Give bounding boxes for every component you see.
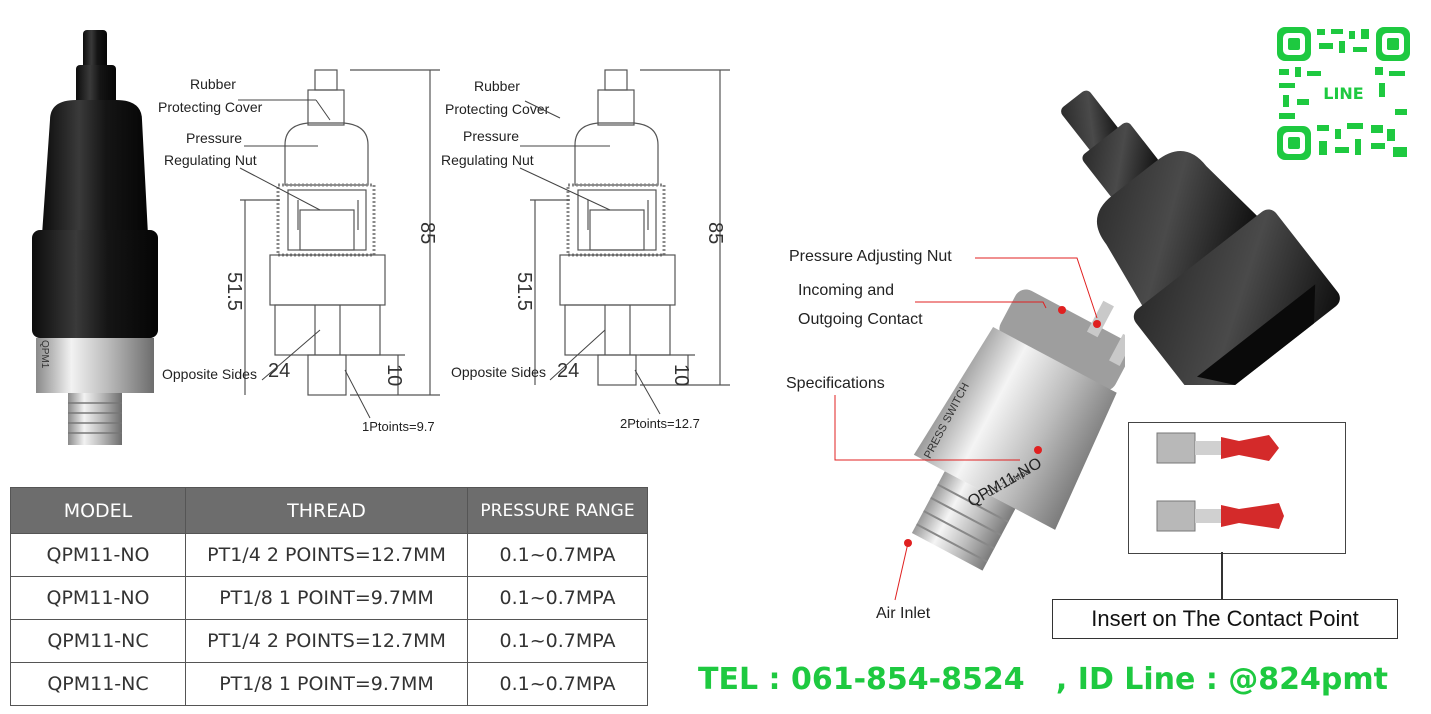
- label-regulating-left: Regulating Nut: [164, 152, 257, 168]
- header-thread: THREAD: [185, 487, 468, 534]
- contact-terminal-box: [1128, 422, 1346, 554]
- dim-24-right: 24: [557, 360, 580, 382]
- label-pressure-right: Pressure: [463, 128, 520, 144]
- table-row: QPM11-NO PT1/4 2 POINTS=12.7MM 0.1~0.7MP…: [10, 533, 648, 577]
- cell-range: 0.1~0.7MPA: [467, 533, 648, 577]
- points-label-left: 1Ptoints=9.7: [362, 419, 435, 434]
- dim-24-left: 24: [268, 360, 291, 382]
- cell-model: QPM11-NO: [10, 533, 186, 577]
- spec-table: MODEL THREAD PRESSURE RANGE QPM11-NO PT1…: [10, 487, 648, 706]
- cell-thread: PT1/8 1 POINT=9.7MM: [185, 662, 468, 706]
- tech-drawing-left: [240, 69, 440, 396]
- cell-range: 0.1~0.7MPA: [467, 619, 648, 663]
- switch-body-photo: [904, 289, 1125, 571]
- cell-model: QPM11-NO: [10, 576, 186, 620]
- header-pressure-range: PRESSURE RANGE: [467, 487, 648, 534]
- callout-air-inlet: Air Inlet: [876, 605, 931, 622]
- cell-model: QPM11-NC: [10, 619, 186, 663]
- callout-lines: [834, 257, 1098, 601]
- leader-lines: [238, 99, 661, 419]
- table-row: QPM11-NC PT1/8 1 POINT=9.7MM 0.1~0.7MPA: [10, 662, 648, 706]
- cell-model: QPM11-NC: [10, 662, 186, 706]
- label-regulating-right: Regulating Nut: [441, 152, 534, 168]
- label-rubber-left: Rubber: [190, 76, 236, 92]
- callout-specifications: Specifications: [786, 375, 885, 392]
- table-header-row: MODEL THREAD PRESSURE RANGE: [10, 487, 648, 534]
- table-row: QPM11-NO PT1/8 1 POINT=9.7MM 0.1~0.7MPA: [10, 576, 648, 620]
- callout-outgoing: Outgoing Contact: [798, 311, 923, 328]
- label-protecting-left: Protecting Cover: [158, 99, 263, 115]
- label-opposite-right: Opposite Sides: [451, 364, 546, 380]
- cell-range: 0.1~0.7MPA: [467, 576, 648, 620]
- footer-contact-info: TEL : 061-854-8524 , ID Line : @824pmt: [698, 662, 1388, 697]
- label-pressure-left: Pressure: [186, 130, 243, 146]
- cell-thread: PT1/4 2 POINTS=12.7MM: [185, 619, 468, 663]
- product-photo-left: [32, 30, 158, 445]
- terminal-photo: [1156, 432, 1284, 532]
- table-row: QPM11-NC PT1/4 2 POINTS=12.7MM 0.1~0.7MP…: [10, 619, 648, 663]
- insert-label-box: Insert on The Contact Point: [1052, 599, 1398, 639]
- qr-code[interactable]: LINE: [1275, 25, 1412, 162]
- tech-drawing-right: [530, 69, 730, 386]
- label-rubber-right: Rubber: [474, 78, 520, 94]
- cell-thread: PT1/8 1 POINT=9.7MM: [185, 576, 468, 620]
- points-label-right: 2Ptoints=12.7: [620, 416, 700, 431]
- header-model: MODEL: [10, 487, 186, 534]
- label-opposite-left: Opposite Sides: [162, 366, 257, 382]
- rubber-cap-photo: [1061, 90, 1340, 385]
- cell-thread: PT1/4 2 POINTS=12.7MM: [185, 533, 468, 577]
- label-protecting-right: Protecting Cover: [445, 101, 550, 117]
- cell-range: 0.1~0.7MPA: [467, 662, 648, 706]
- qr-label: LINE: [1323, 84, 1363, 103]
- callout-incoming: Incoming and: [798, 282, 895, 299]
- insert-connector-line: [1221, 552, 1223, 599]
- callout-adjusting-nut: Pressure Adjusting Nut: [789, 248, 952, 265]
